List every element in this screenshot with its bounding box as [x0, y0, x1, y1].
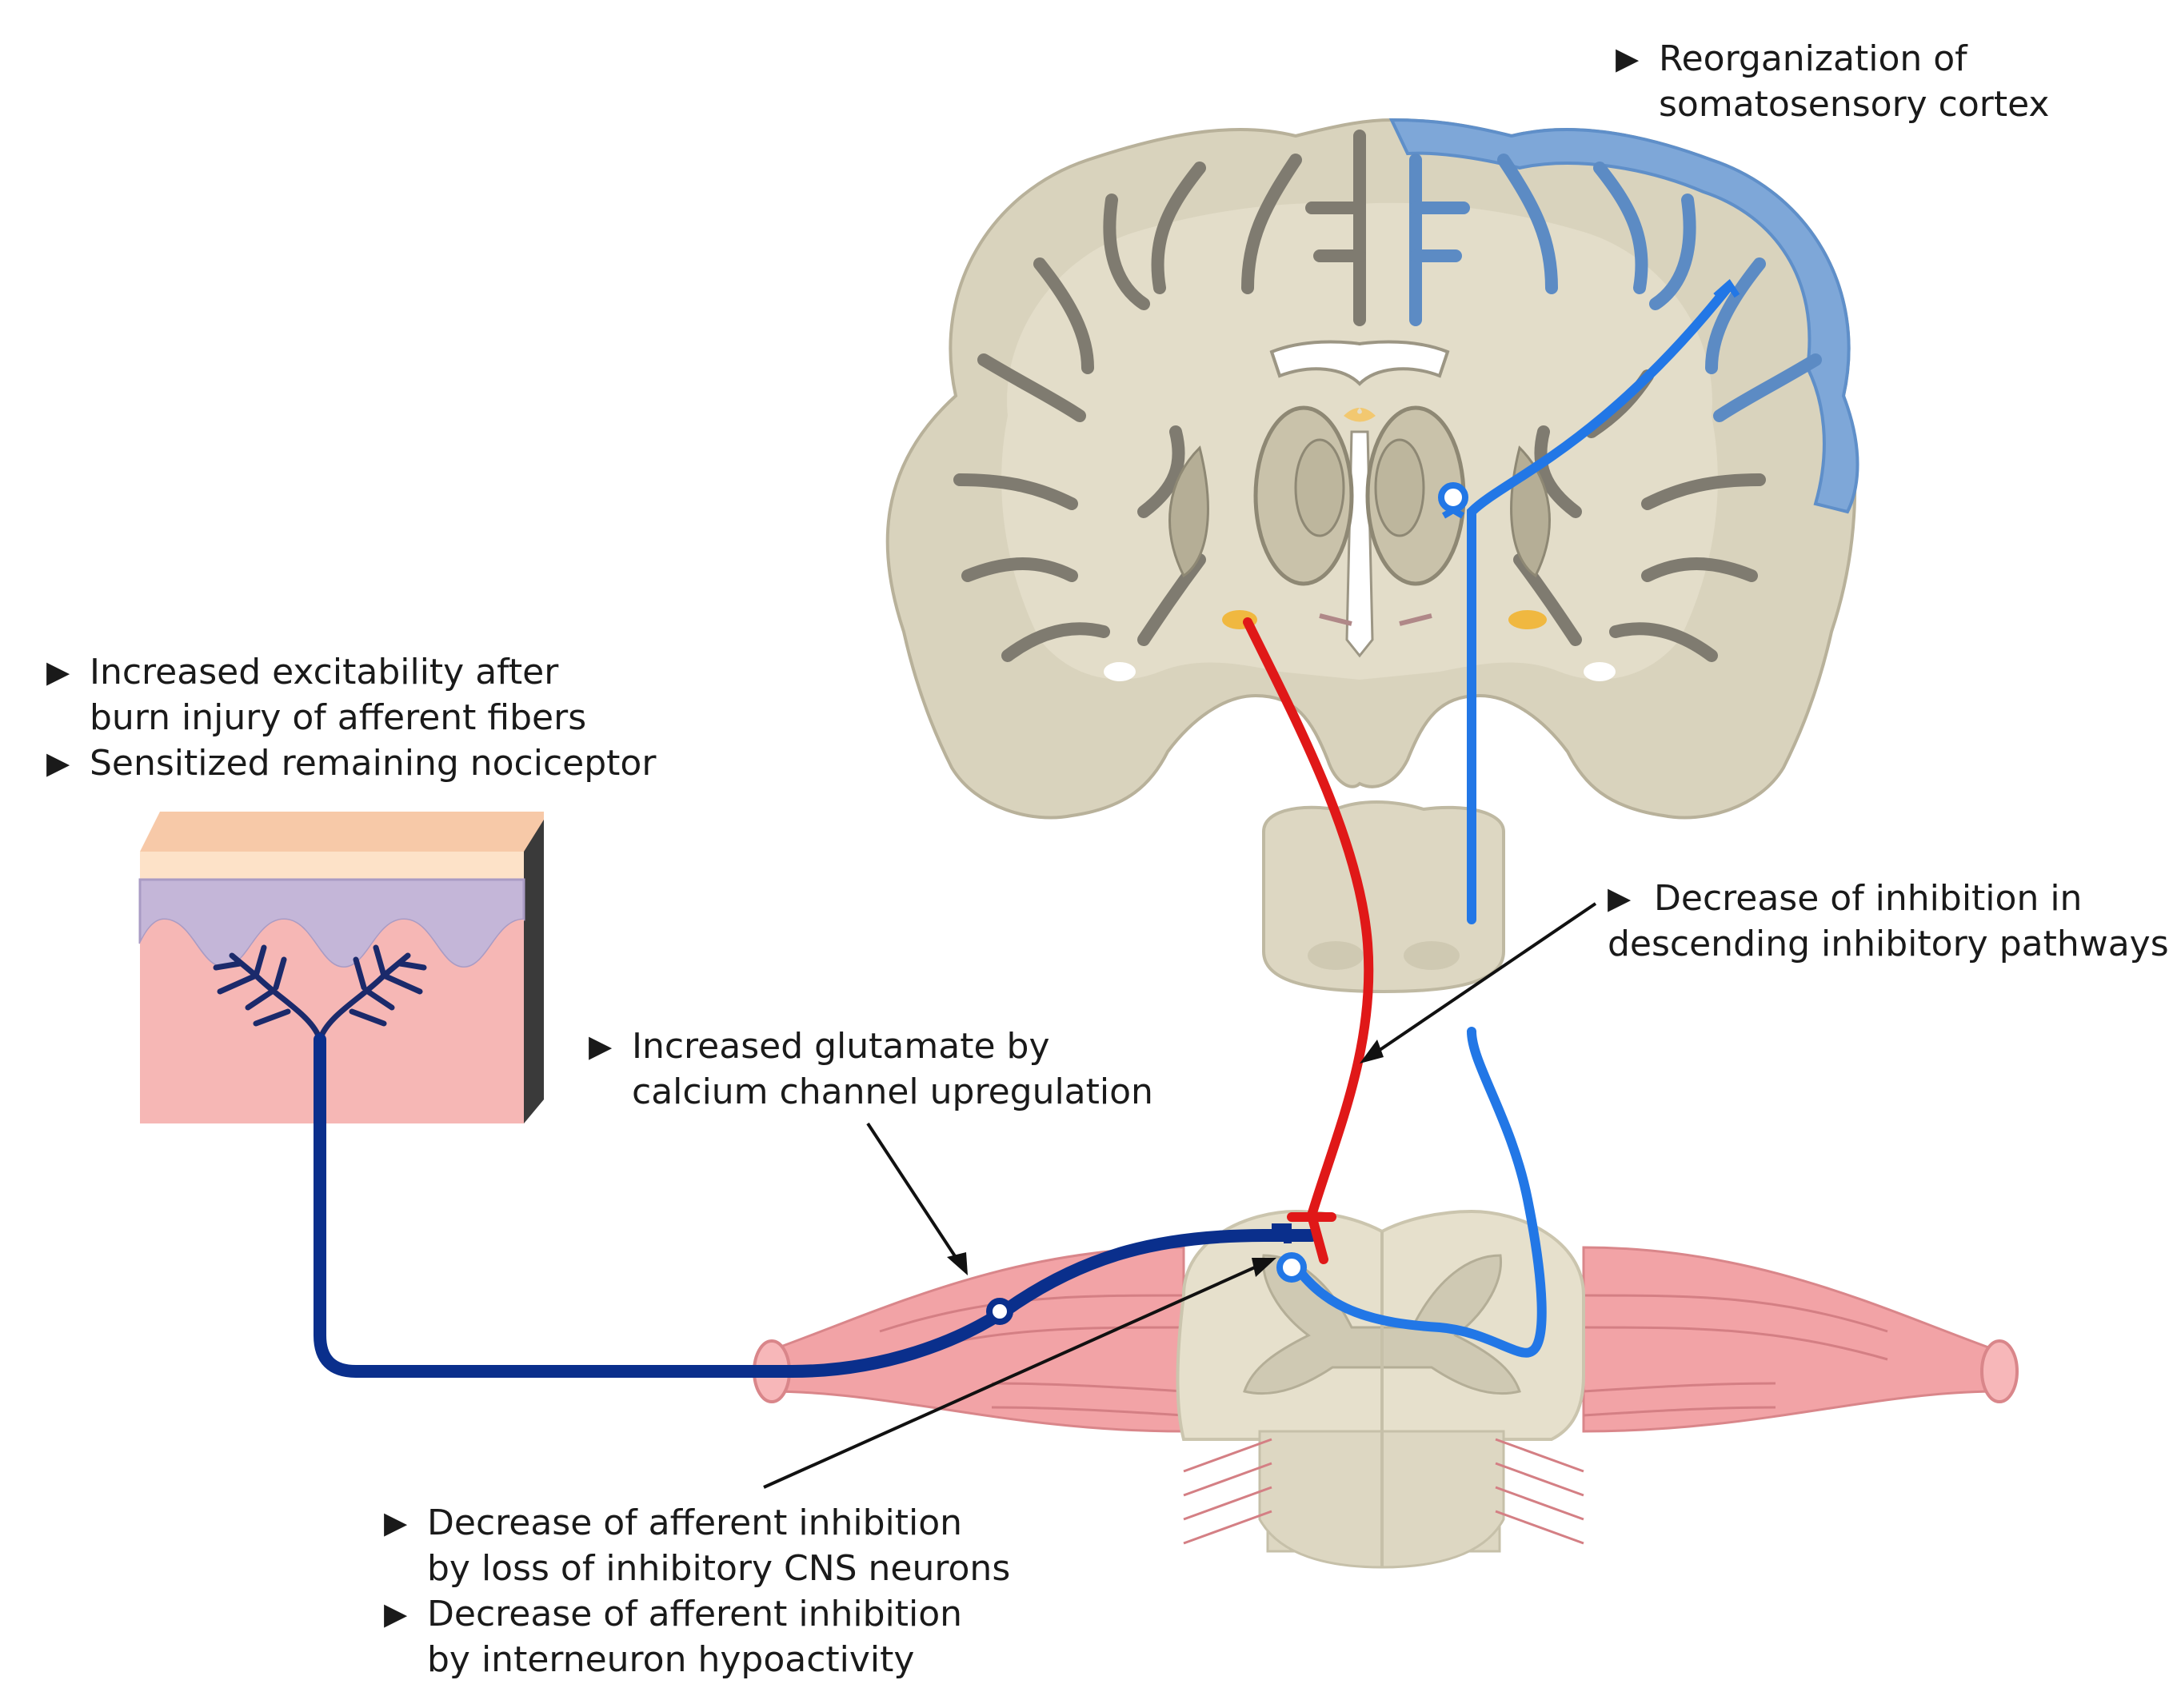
annotation-line: calcium channel upregulation: [632, 1071, 1153, 1112]
bullet-icon: ▶: [1616, 41, 1640, 76]
cortex-annotation: ▶Reorganization of somatosensory cortex: [1616, 36, 2049, 127]
afferent-annotation: ▶Increased excitability after burn injur…: [46, 649, 656, 786]
annotation-line: ▶Increased glutamate by: [589, 1024, 1153, 1069]
annotation-arrows: [763, 902, 1597, 1489]
somatosensory-cortex-highlight: [1388, 118, 1859, 514]
glutamate-annotation-arrow: [866, 1122, 961, 1265]
annotation-line: ▶Sensitized remaining nociceptor: [46, 740, 656, 786]
annotation-line: descending inhibitory pathways: [1608, 924, 2169, 964]
brain-coronal-section: [885, 118, 1859, 820]
annotation-line: by interneuron hypoactivity: [427, 1639, 915, 1680]
annotation-line: by loss of inhibitory CNS neurons: [427, 1548, 1011, 1589]
annotation-line: burn injury of afferent fibers: [90, 697, 587, 738]
dorsal-horn-neuron-icon: [1276, 1252, 1307, 1283]
brainstem: [1262, 800, 1505, 994]
annotation-line: ▶Decrease of afferent inhibition: [384, 1500, 1010, 1546]
bullet-icon: ▶: [46, 745, 70, 780]
glutamate-annotation: ▶Increased glutamate by calcium channel …: [589, 1024, 1153, 1115]
descending-annotation: ▶Decrease of inhibition in descending in…: [1608, 876, 2169, 967]
bullet-icon: ▶: [384, 1596, 408, 1631]
descending-annotation-arrow: [1368, 902, 1597, 1059]
dorsal-root-ganglion-icon: [986, 1298, 1013, 1325]
bullet-icon: ▶: [46, 654, 70, 689]
descending-pathway: [1243, 617, 1374, 1264]
thalamic-neuron-icon: [1438, 482, 1468, 513]
annotation-line: somatosensory cortex: [1659, 84, 2050, 125]
annotation-line: ▶Increased excitability after: [46, 649, 656, 695]
bullet-icon: ▶: [1608, 880, 1632, 916]
afferent-fiber: [314, 1033, 1318, 1378]
annotation-line: ▶Decrease of afferent inhibition: [384, 1591, 1010, 1637]
annotation-line: ▶Reorganization of: [1616, 36, 2049, 82]
spinal-cord-segment: [753, 1209, 2019, 1569]
inhibition-annotation: ▶Decrease of afferent inhibition by loss…: [384, 1500, 1010, 1682]
ascending-pathway: [1276, 278, 1740, 1358]
bullet-icon: ▶: [384, 1505, 408, 1540]
inhibition-annotation-arrow: [763, 1262, 1264, 1489]
skin-block: [138, 812, 544, 1123]
bullet-icon: ▶: [589, 1028, 613, 1064]
annotation-line: ▶Decrease of inhibition in: [1608, 876, 2169, 921]
